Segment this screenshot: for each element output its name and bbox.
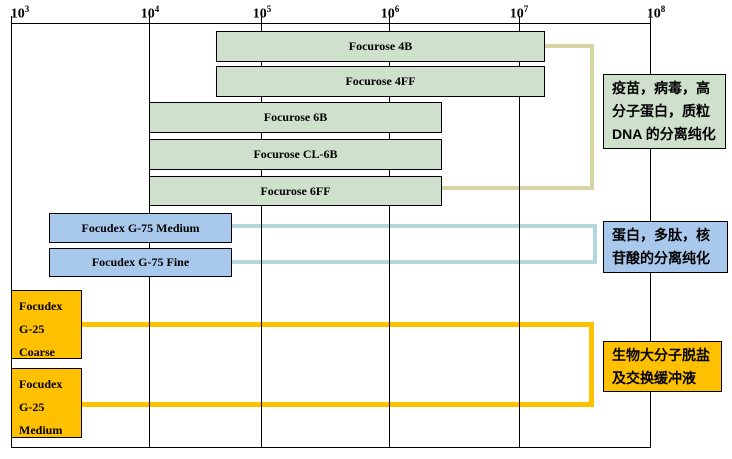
axis-tick-label: 104 bbox=[140, 4, 160, 22]
callout-g75-applications: 蛋白，多肽，核 苷酸的分离纯化 bbox=[603, 221, 728, 273]
bar-label-line: G-25 bbox=[19, 322, 45, 336]
bracket-g25-top-segment bbox=[82, 322, 594, 327]
bar-label-line: Focudex bbox=[19, 377, 63, 391]
callout-text-line: 分子蛋白，质粒 bbox=[612, 103, 710, 119]
callout-text-line: 生物大分子脱盐 bbox=[612, 347, 710, 363]
callout-text-line: DNA 的分离纯化 bbox=[612, 126, 716, 142]
axis-tick bbox=[519, 16, 520, 23]
bracket-focurose-bottom-segment bbox=[442, 186, 594, 190]
axis-tick bbox=[389, 16, 390, 23]
gridline-10e5 bbox=[261, 23, 262, 447]
callout-text-line: 蛋白，多肽，核 bbox=[612, 227, 710, 243]
bar-focudex-g25-coarse: Focudex G-25 Coarse bbox=[11, 290, 82, 359]
bracket-focurose-top-segment bbox=[545, 44, 594, 48]
callout-g25-applications: 生物大分子脱盐 及交换缓冲液 bbox=[603, 341, 722, 392]
bar-focurose-4b: Focurose 4B bbox=[216, 31, 545, 62]
bar-label-line: Focudex bbox=[19, 299, 63, 313]
bracket-g75-vertical bbox=[593, 224, 597, 264]
bar-label-line: Medium bbox=[19, 423, 63, 437]
callout-text-line: 疫苗，病毒，高 bbox=[612, 80, 710, 96]
bracket-g75-top-segment bbox=[232, 224, 597, 228]
axis-tick bbox=[261, 16, 262, 23]
bar-focurose-6ff: Focurose 6FF bbox=[149, 176, 442, 206]
axis-tick bbox=[11, 16, 12, 23]
bar-focurose-4ff: Focurose 4FF bbox=[216, 66, 545, 97]
axis-tick bbox=[149, 16, 150, 23]
axis-tick-label: 108 bbox=[646, 4, 666, 22]
bracket-g75-bottom-segment bbox=[232, 260, 597, 264]
bar-focurose-cl6b: Focurose CL-6B bbox=[149, 139, 442, 170]
bracket-focurose-vertical bbox=[590, 44, 594, 190]
bar-label-line: G-25 bbox=[19, 400, 45, 414]
bracket-g25-vertical bbox=[589, 322, 594, 407]
gridline-10e7 bbox=[519, 23, 520, 447]
bar-label-line: Coarse bbox=[19, 345, 55, 359]
gridline-10e6 bbox=[389, 23, 390, 447]
callout-text-line: 苷酸的分离纯化 bbox=[612, 250, 710, 266]
axis-tick-label: 107 bbox=[509, 4, 529, 22]
bracket-g25-bottom-segment bbox=[82, 402, 594, 407]
axis-tick bbox=[650, 16, 651, 23]
axis-tick-label: 103 bbox=[10, 4, 30, 22]
callout-focurose-applications: 疫苗，病毒，高 分子蛋白，质粒 DNA 的分离纯化 bbox=[603, 74, 726, 149]
bar-focurose-6b: Focurose 6B bbox=[149, 102, 442, 133]
bar-focudex-g75-medium: Focudex G-75 Medium bbox=[49, 213, 232, 243]
axis-tick-label: 105 bbox=[252, 4, 272, 22]
callout-text-line: 及交换缓冲液 bbox=[612, 370, 696, 386]
axis-tick-label: 106 bbox=[380, 4, 400, 22]
bar-focudex-g25-medium: Focudex G-25 Medium bbox=[11, 368, 82, 438]
bar-focudex-g75-fine: Focudex G-75 Fine bbox=[49, 248, 232, 277]
